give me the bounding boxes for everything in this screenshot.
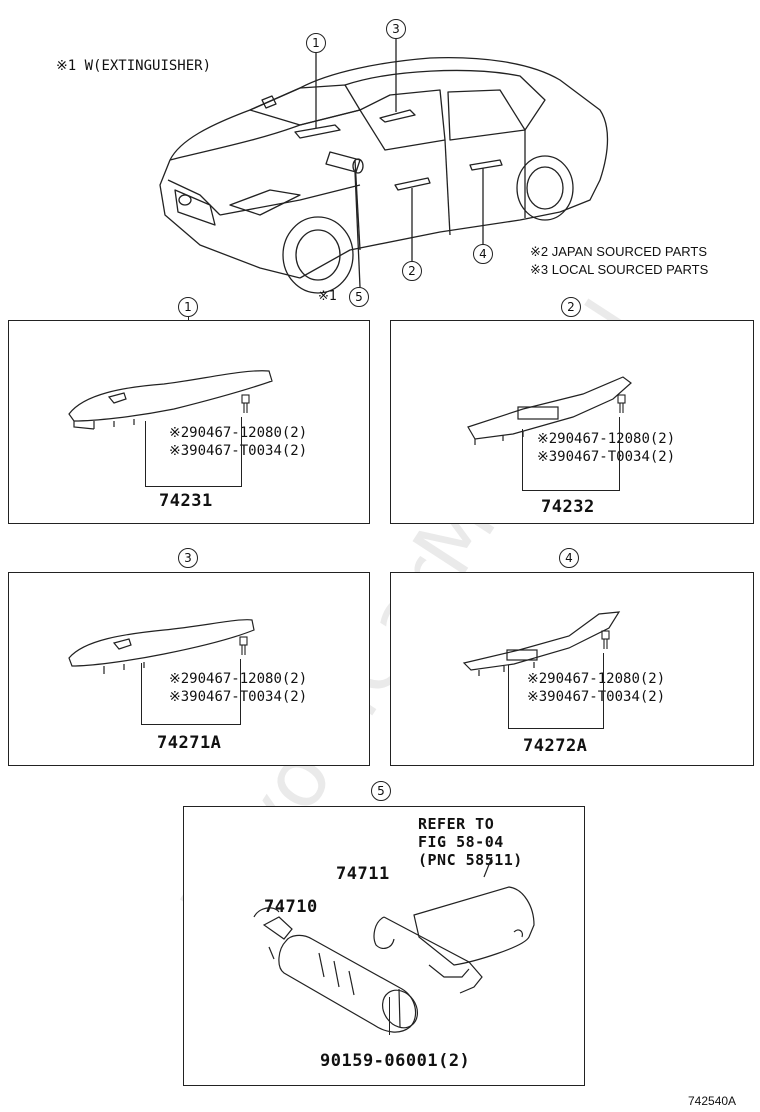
part-74711: 74711 [336,864,390,884]
switch-base-illustration [462,611,621,676]
panel-2: ※290467-12080(2) ※390467-T0034(2) 74232 [390,320,754,524]
part-90159-06001: 90159-06001(2) [320,1051,471,1071]
switch-base-illustration [68,619,255,674]
clip-icon [241,394,250,413]
clip-icon [617,394,626,413]
part-74271A: 74271A [157,733,222,753]
clip-icon [601,630,610,649]
part-74710: 74710 [264,897,318,917]
panel-5: REFER TO FIG 58-04 (PNC 58511) 74711 747… [183,806,585,1086]
part-74231: 74231 [159,491,213,511]
clip-icon [239,636,248,655]
refer-fig-label: FIG 58-04 [418,833,504,851]
refer-to-label: REFER TO [418,815,495,833]
extinguisher-note: ※1 W(EXTINGUISHER) [56,58,212,74]
panel-3-line-b: ※390467-T0034(2) [169,689,308,705]
local-sourced-note: ※3 LOCAL SOURCED PARTS [530,262,709,277]
panel-4-line-a: ※290467-12080(2) [527,671,666,687]
panel-5-index: 5 [371,781,391,801]
panel-1: ※290467-12080(2) ※390467-T0034(2) 74231 [8,320,370,524]
panel-1-line-b: ※390467-T0034(2) [169,443,308,459]
panel-3: ※290467-12080(2) ※390467-T0034(2) 74271A [8,572,370,766]
part-74272A: 74272A [523,736,588,756]
panel-2-index: 2 [561,297,581,317]
panel-2-line-a: ※290467-12080(2) [537,431,676,447]
switch-base-illustration [68,370,273,430]
callout-5-prefix: ※1 [318,289,337,304]
callout-2: 2 [402,261,422,281]
panel-4-line-b: ※390467-T0034(2) [527,689,666,705]
callout-1: 1 [306,33,326,53]
callout-3: 3 [386,19,406,39]
refer-pnc-label: (PNC 58511) [418,851,523,869]
panel-3-index: 3 [178,548,198,568]
panel-1-line-a: ※290467-12080(2) [169,425,308,441]
car-illustration [159,38,609,294]
extinguisher-illustration [253,856,535,1033]
panel-4: ※290467-12080(2) ※390467-T0034(2) 74272A [390,572,754,766]
callout-4: 4 [473,244,493,264]
panel-2-line-b: ※390467-T0034(2) [537,449,676,465]
panel-4-index: 4 [559,548,579,568]
callout-5: 5 [349,287,369,307]
japan-sourced-note: ※2 JAPAN SOURCED PARTS [530,244,708,259]
panel-1-index: 1 [178,297,198,317]
panel-3-line-a: ※290467-12080(2) [169,671,308,687]
part-74232: 74232 [541,497,595,517]
figure-code: 742540A [688,1094,737,1108]
